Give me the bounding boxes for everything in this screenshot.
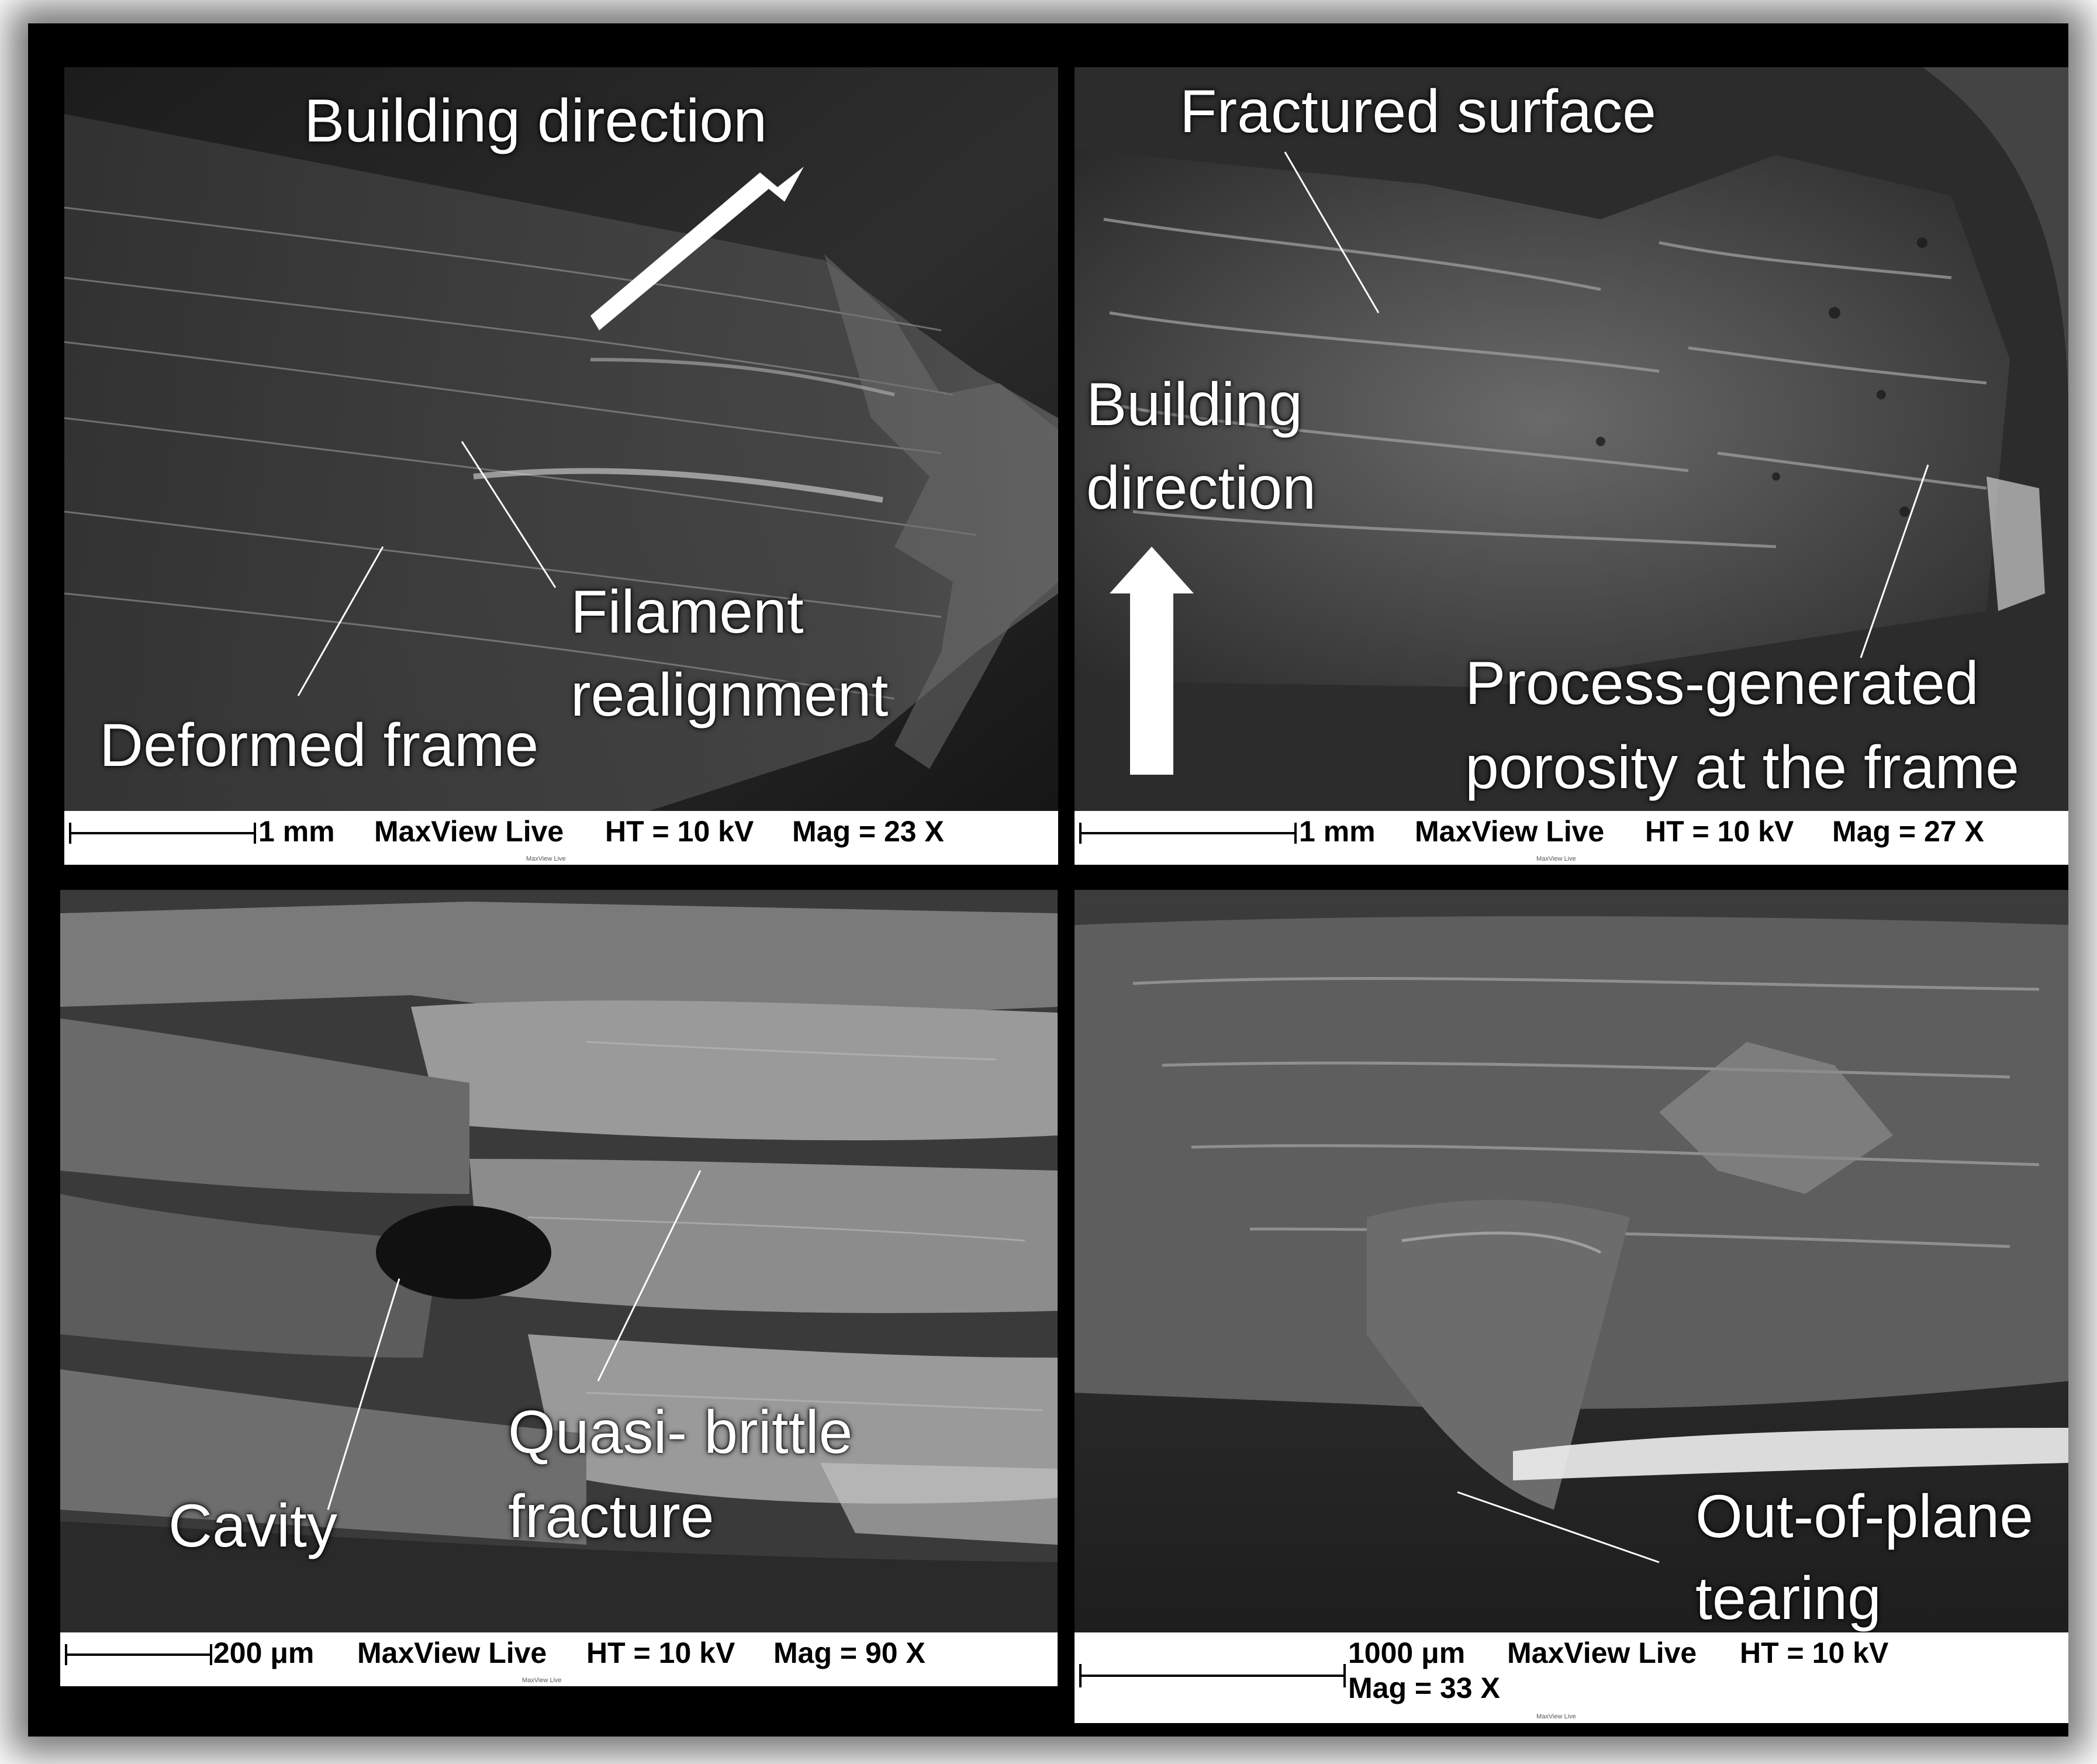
mag-label: Mag = 23 X — [792, 815, 944, 848]
sub-label: MaxView Live — [1536, 1713, 1576, 1720]
scale-bar — [69, 832, 256, 834]
label-building-direction-2: direction — [1086, 454, 1317, 522]
sub-label: MaxView Live — [526, 855, 566, 862]
label-cavity: Cavity — [168, 1492, 337, 1560]
sem-databar-bottom-right: 1000 μm MaxView Live HT = 10 kV Mag = 33… — [1075, 1632, 2068, 1723]
scale-label: 1 mm — [1299, 815, 1376, 848]
scale-bar — [1079, 1675, 1346, 1677]
sem-image-filaments — [64, 67, 1058, 811]
label-out-of-plane-2: tearing — [1695, 1565, 1881, 1632]
label-quasi-brittle-1: Quasi- brittle — [508, 1399, 853, 1466]
sem-panel-top-left: Building direction Filament realignment … — [64, 67, 1058, 811]
sem-databar-top-left: 1 mm MaxView Live HT = 10 kV Mag = 23 X … — [64, 811, 1058, 865]
mag-label: Mag = 27 X — [1832, 815, 1984, 848]
label-deformed-frame: Deformed frame — [99, 712, 539, 779]
label-building-direction-1: Building — [1086, 371, 1303, 439]
software-label: MaxView Live — [1415, 815, 1605, 848]
sem-panel-bottom-right: Out-of-plane tearing — [1075, 890, 2068, 1632]
label-out-of-plane-1: Out-of-plane — [1695, 1483, 2034, 1551]
label-porosity-1: Process-generated — [1465, 650, 1979, 717]
ht-label: HT = 10 kV — [586, 1637, 735, 1669]
scale-label: 1000 μm — [1348, 1637, 1466, 1669]
mag-label: Mag = 90 X — [773, 1637, 925, 1669]
label-building-direction: Building direction — [304, 87, 768, 155]
label-filament-realignment-1: Filament — [571, 578, 804, 646]
ht-label: HT = 10 kV — [1645, 815, 1794, 848]
sub-label: MaxView Live — [522, 1677, 562, 1684]
label-porosity-2: porosity at the frame — [1465, 734, 2019, 802]
scale-label: 1 mm — [258, 815, 335, 848]
scale-bar — [1079, 832, 1297, 834]
software-label: MaxView Live — [1507, 1637, 1697, 1669]
sem-panel-bottom-left: Quasi- brittle fracture Cavity — [60, 890, 1058, 1632]
software-label: MaxView Live — [357, 1637, 547, 1669]
scale-label: 200 μm — [213, 1637, 315, 1669]
scale-bar — [65, 1653, 212, 1656]
sem-databar-bottom-left: 200 μm MaxView Live HT = 10 kV Mag = 90 … — [60, 1632, 1058, 1686]
label-filament-realignment-2: realignment — [571, 661, 889, 729]
sem-panel-top-right: Fractured surface Building direction Pro… — [1075, 67, 2068, 811]
sem-databar-top-right: 1 mm MaxView Live HT = 10 kV Mag = 27 X … — [1075, 811, 2068, 865]
label-fractured-surface: Fractured surface — [1180, 78, 1656, 146]
ht-label: HT = 10 kV — [1740, 1637, 1889, 1669]
software-label: MaxView Live — [374, 815, 564, 848]
ht-label: HT = 10 kV — [605, 815, 754, 848]
sem-image-out-of-plane — [1075, 890, 2068, 1632]
label-quasi-brittle-2: fracture — [508, 1483, 714, 1551]
sub-label: MaxView Live — [1536, 855, 1576, 862]
mag-label: Mag = 33 X — [1348, 1672, 1500, 1704]
